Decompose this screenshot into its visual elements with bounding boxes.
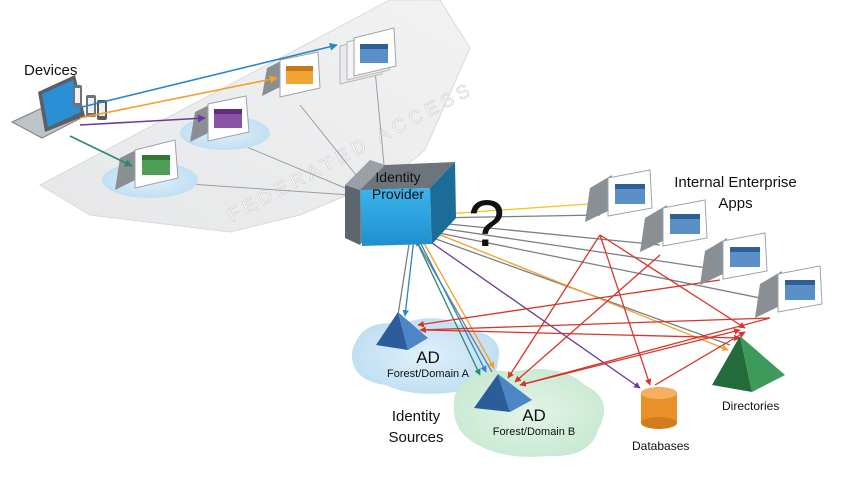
cloud-app-green bbox=[102, 139, 198, 198]
cloud-app-orange bbox=[262, 51, 321, 98]
identity-sources-line1: Identity bbox=[391, 408, 441, 425]
ad-b-label: AD Forest/Domain B bbox=[479, 406, 589, 438]
app1-to-idp-gray bbox=[429, 214, 601, 222]
red-line-2 bbox=[599, 234, 652, 386]
directories-pyramid-icon bbox=[712, 336, 785, 392]
enterprise-app-1 bbox=[585, 169, 653, 222]
red-line-10 bbox=[599, 234, 746, 329]
red-line-9 bbox=[654, 331, 746, 386]
red-line-3 bbox=[514, 254, 661, 383]
ad-a-label: AD Forest/Domain A bbox=[378, 348, 478, 380]
app2-to-idp-gray bbox=[427, 219, 661, 246]
device-arrow-teal bbox=[69, 135, 133, 167]
app4-to-idp-gray bbox=[423, 227, 771, 301]
red-line-5 bbox=[519, 317, 771, 387]
cloud-app-blue-stack bbox=[339, 27, 397, 85]
devices-label: Devices bbox=[24, 62, 78, 79]
identity-provider-line1: Identity bbox=[375, 169, 421, 185]
ad-a-to-idp-gray bbox=[397, 237, 413, 316]
red-line-6 bbox=[419, 317, 771, 334]
cloud-app-purple bbox=[180, 95, 270, 150]
enterprise-app-4 bbox=[755, 265, 823, 318]
databases-label: Databases bbox=[632, 439, 690, 453]
app3-to-idp-gray bbox=[425, 223, 721, 271]
red-line-1 bbox=[507, 234, 601, 379]
idp-to-dir-orange bbox=[427, 229, 729, 351]
database-icon bbox=[641, 387, 677, 429]
idp-to-app1-yellow bbox=[429, 200, 604, 216]
ad-a-subtitle: Forest/Domain A bbox=[387, 368, 469, 380]
ad-b-title: AD bbox=[522, 406, 546, 425]
identity-provider-label: Identity Provider bbox=[367, 169, 429, 203]
idp-to-ad-b-orange bbox=[419, 235, 495, 369]
ad-a-title: AD bbox=[416, 348, 440, 367]
band-lines bbox=[159, 69, 386, 196]
internal-apps-line1: Internal Enterprise bbox=[674, 174, 797, 191]
ad-a-pyramid-icon bbox=[376, 312, 428, 350]
identity-provider-line2: Provider bbox=[371, 186, 425, 202]
ad-b-pyramid-icon bbox=[474, 374, 532, 412]
device-arrow-blue bbox=[77, 42, 338, 109]
identity-sources-label: Identity Sources bbox=[377, 406, 455, 448]
ad-b-subtitle: Forest/Domain B bbox=[492, 426, 576, 438]
identity-provider-block bbox=[345, 160, 456, 246]
identity-sources-line2: Sources bbox=[388, 429, 444, 446]
idp-to-ad-b-teal bbox=[415, 239, 481, 376]
idp-to-ad-a-blue bbox=[402, 237, 415, 317]
red-line-4 bbox=[417, 279, 721, 328]
internal-apps-line2: Apps bbox=[718, 195, 753, 212]
red-line-8 bbox=[519, 328, 741, 386]
device-arrow-orange bbox=[79, 75, 278, 119]
device-arrow-purple bbox=[79, 114, 206, 126]
directories-label: Directories bbox=[722, 399, 780, 413]
idp-to-ad-b-blue bbox=[417, 237, 487, 373]
enterprise-app-3 bbox=[700, 232, 768, 285]
internal-apps-label: Internal Enterprise Apps bbox=[663, 172, 808, 214]
ad-b-to-idp-gray bbox=[415, 239, 493, 373]
red-line-7 bbox=[424, 329, 741, 342]
question-mark: ? bbox=[468, 186, 505, 260]
enterprise-app-2 bbox=[640, 199, 708, 252]
